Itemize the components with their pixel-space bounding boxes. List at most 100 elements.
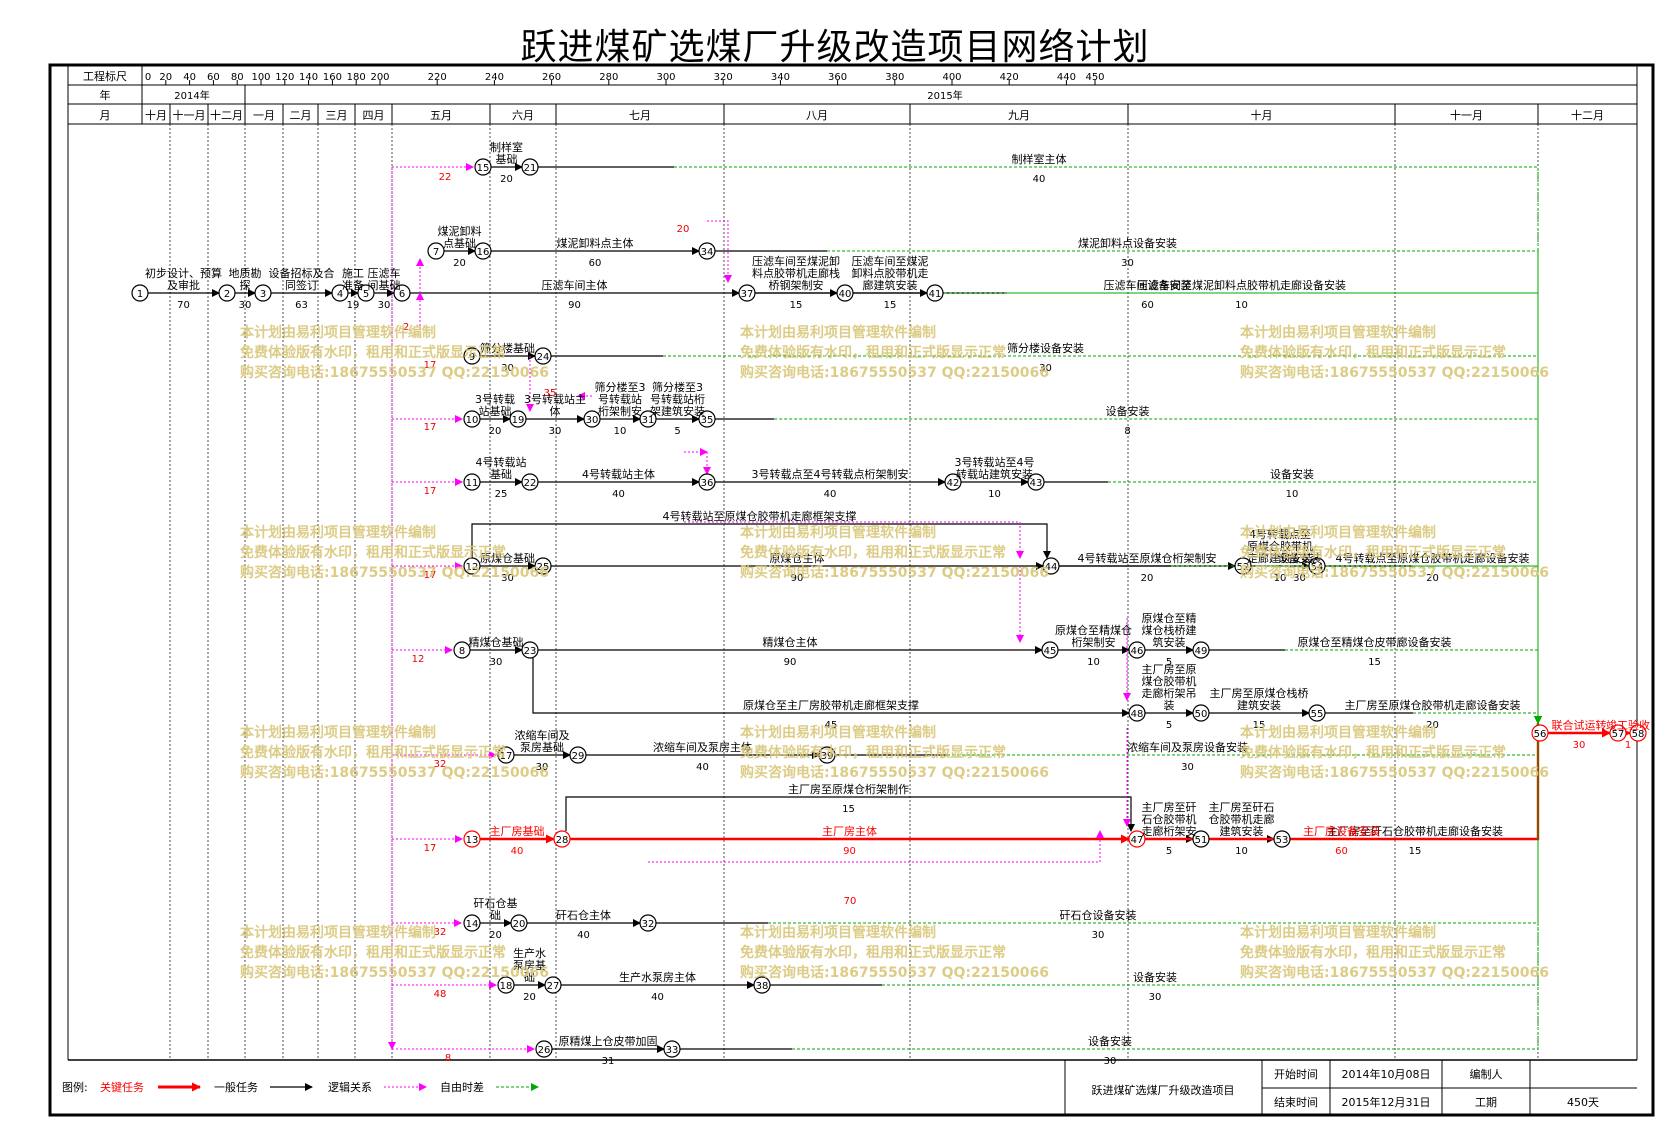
event-node xyxy=(463,830,481,848)
activity-label: 施工准备 xyxy=(342,267,364,292)
activity-duration: 5 xyxy=(674,426,680,437)
event-node xyxy=(698,242,716,260)
free-float-value: 20 xyxy=(677,224,690,235)
activity-duration: 30 xyxy=(1121,258,1134,269)
activity-label: 联合试运转 xyxy=(1552,718,1607,732)
event-node-number: 43 xyxy=(1030,478,1043,489)
event-node-number: 29 xyxy=(572,751,585,762)
activity-label: 矸石仓主体 xyxy=(556,908,611,922)
free-float-value: 17 xyxy=(424,422,437,433)
footer-start-value: 2014年10月08日 xyxy=(1342,1067,1431,1081)
outer-frame xyxy=(48,63,1655,1117)
event-node xyxy=(753,976,771,994)
event-node xyxy=(357,284,375,302)
month-label: 八月 xyxy=(806,109,828,122)
activity-label: 原煤仓至精煤仓栈桥建筑安装 xyxy=(1142,611,1197,649)
event-node-number: 38 xyxy=(756,981,769,992)
event-node xyxy=(463,473,481,491)
event-node xyxy=(818,746,836,764)
activity-label: 浓缩车间及泵房主体 xyxy=(653,740,752,754)
event-node xyxy=(738,284,756,302)
event-node-number: 44 xyxy=(1045,562,1058,573)
scale-tick-label: 450 xyxy=(1085,72,1104,83)
activity-label: 主厂房至原煤仓胶带机走廊桁架吊装 xyxy=(1142,663,1197,712)
scale-label: 工程标尺 xyxy=(83,69,127,83)
scale-tick-label: 340 xyxy=(771,72,790,83)
event-node-number: 35 xyxy=(701,415,714,426)
scale-tick-label: 260 xyxy=(542,72,561,83)
activity-duration: 30 xyxy=(378,300,391,311)
activity-duration: 15 xyxy=(790,300,803,311)
event-node-number: 46 xyxy=(1131,646,1144,657)
event-node xyxy=(1041,641,1059,659)
footer-start-label: 开始时间 xyxy=(1274,1067,1318,1081)
activity-label: 煤泥卸料点设备安装 xyxy=(1078,236,1177,250)
event-node-number: 45 xyxy=(1044,646,1057,657)
activity-duration: 30 xyxy=(501,573,514,584)
activity-duration: 25 xyxy=(495,489,508,500)
activity-label: 初步设计、预算及审批 xyxy=(145,266,222,292)
activity-label: 设备安装 xyxy=(1270,467,1314,481)
month-label: 九月 xyxy=(1008,109,1030,122)
activity-duration: 15 xyxy=(1409,846,1422,857)
activity-label: 4号转载站基础 xyxy=(476,455,527,481)
event-node-number: 48 xyxy=(1131,709,1144,720)
free-float-line xyxy=(792,722,1542,1050)
activity-duration: 45 xyxy=(825,720,838,731)
event-node xyxy=(1308,557,1326,575)
event-node-number: 13 xyxy=(466,835,479,846)
event-node-number: 27 xyxy=(547,981,560,992)
activity-duration: 40 xyxy=(651,992,664,1003)
event-node-number: 41 xyxy=(929,289,942,300)
event-node xyxy=(331,284,349,302)
event-node xyxy=(463,410,481,428)
legend-float-label: 自由时差 xyxy=(440,1080,484,1094)
activity-label: 矸石仓基础 xyxy=(474,896,518,922)
month-label: 四月 xyxy=(363,109,385,122)
event-node xyxy=(569,746,587,764)
legend-prefix: 图例: xyxy=(62,1080,88,1094)
activity-label: 主厂房设备安装 xyxy=(1303,824,1380,838)
event-node xyxy=(474,158,492,176)
event-node-number: 24 xyxy=(537,352,550,363)
watermark: 本计划由易利项目管理软件编制免费体验版有水印，租用和正式版显示正常购买咨询电话:… xyxy=(740,525,1049,581)
event-node-number: 12 xyxy=(466,562,479,573)
scale-tick-label: 220 xyxy=(428,72,447,83)
event-node-number: 49 xyxy=(1195,646,1208,657)
event-node xyxy=(131,284,149,302)
legend-critical-label: 关键任务 xyxy=(100,1080,144,1094)
event-node xyxy=(1128,704,1146,722)
event-node xyxy=(1234,557,1252,575)
event-node xyxy=(1042,557,1060,575)
free-float-value: 17 xyxy=(424,570,437,581)
activity-label: 设备安装 xyxy=(1278,551,1322,565)
activity-label: 精煤仓主体 xyxy=(763,635,818,649)
activity-duration: 30 xyxy=(549,426,562,437)
activity-duration: 10 xyxy=(1235,300,1248,311)
event-node xyxy=(510,914,528,932)
free-float-value: 17 xyxy=(424,843,437,854)
activity-duration: 20 xyxy=(500,174,513,185)
event-node-number: 37 xyxy=(741,289,754,300)
free-float-value: 17 xyxy=(424,360,437,371)
activity-duration: 20 xyxy=(523,992,536,1003)
month-label: 五月 xyxy=(430,109,452,122)
scale-tick-label: 60 xyxy=(207,72,220,83)
activity-label: 4号转载点至原煤仓胶带机走廊建筑安装 xyxy=(1247,527,1313,565)
activity-label: 原煤仓主体 xyxy=(770,551,825,565)
scale-tick-label: 360 xyxy=(828,72,847,83)
event-node xyxy=(1027,473,1045,491)
event-node-number: 53 xyxy=(1276,835,1289,846)
activity-label: 主厂房至矸石仓胶带机走廊桁架安 xyxy=(1142,801,1197,838)
activity-duration: 90 xyxy=(843,846,856,857)
activity-label: 精煤仓基础 xyxy=(469,635,524,649)
event-node-number: 19 xyxy=(512,415,525,426)
event-node-number: 20 xyxy=(513,919,526,930)
event-node xyxy=(663,1040,681,1058)
event-node xyxy=(698,410,716,428)
activity-label: 地质勘探 xyxy=(229,267,262,292)
activity-label: 原煤仓至主厂房胶带机走廊框架支撑 xyxy=(743,698,919,712)
activity-duration: 30 xyxy=(1149,992,1162,1003)
month-label: 十月 xyxy=(1251,108,1273,122)
